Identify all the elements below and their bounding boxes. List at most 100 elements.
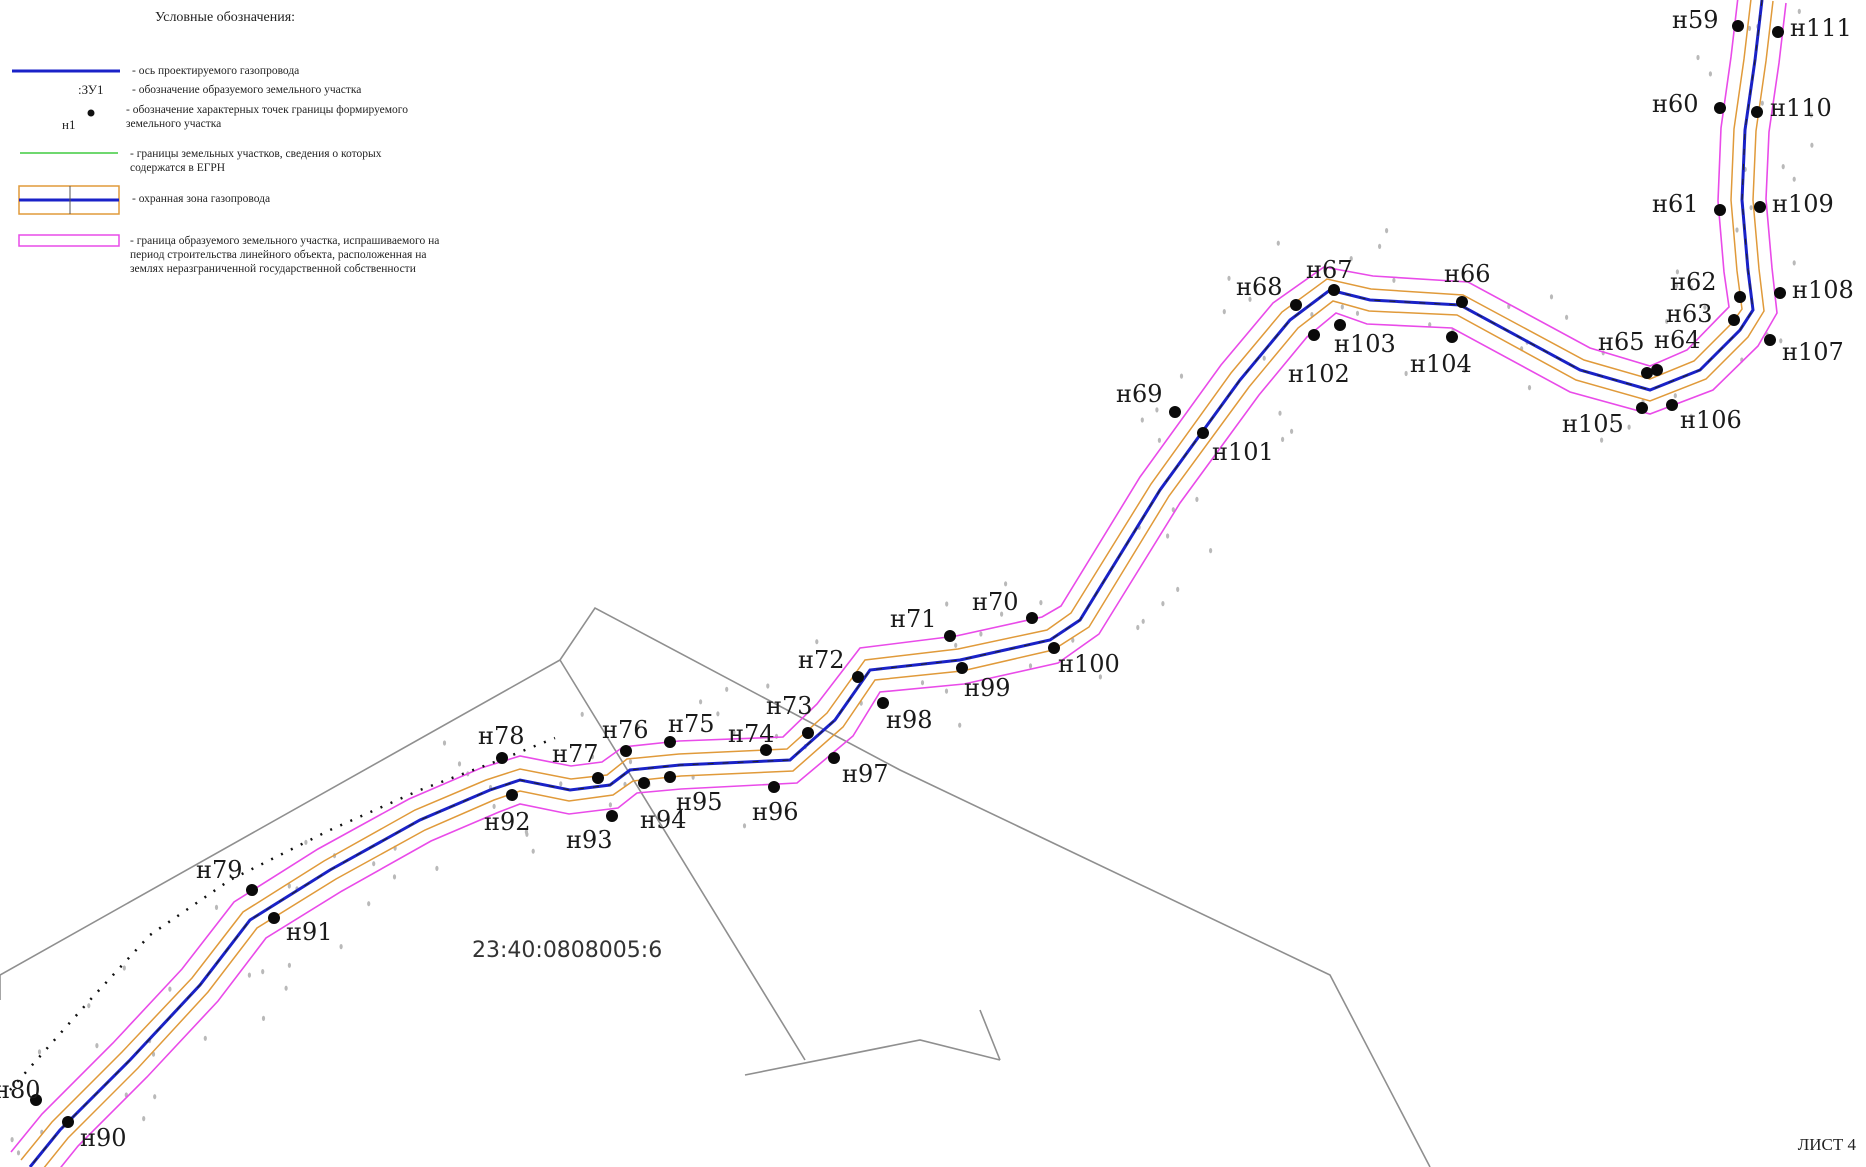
- survey-mark: [1404, 370, 1408, 377]
- boundary-point-label: н72: [798, 646, 845, 674]
- boundary-point-label: н94: [640, 806, 687, 834]
- pipeline-axis: [28, 0, 1764, 1167]
- survey-mark: [1004, 581, 1008, 587]
- boundary-point-dot: [664, 736, 676, 748]
- survey-mark: [1749, 205, 1753, 211]
- boundary-point-label: н91: [286, 918, 333, 946]
- survey-mark: [979, 631, 983, 637]
- cadastral-number: 23:40:0808005:6: [472, 938, 663, 963]
- survey-mark: [1340, 304, 1344, 310]
- legend-zone-symbol: [18, 185, 120, 215]
- boundary-point-dot: [1446, 331, 1458, 343]
- survey-mark: [559, 781, 563, 787]
- legend-boundary-symbol: [18, 234, 120, 247]
- survey-mark: [1166, 533, 1170, 539]
- survey-mark: [367, 901, 371, 907]
- legend-zu-symbol: :ЗУ1: [78, 82, 104, 97]
- boundary-point-dot: [828, 752, 840, 764]
- boundary-point-dot: [1048, 642, 1060, 654]
- survey-mark: [247, 972, 251, 978]
- survey-mark: [287, 883, 291, 889]
- survey-mark: [742, 823, 747, 829]
- legend-egrn-symbol: [20, 152, 118, 154]
- survey-mark: [1565, 314, 1569, 320]
- boundary-point-dot: [802, 727, 814, 739]
- boundary-point-label: н79: [196, 856, 243, 884]
- survey-mark: [799, 659, 803, 665]
- survey-mark: [1155, 407, 1159, 413]
- boundary-point-dot: [1666, 399, 1678, 411]
- survey-mark: [1176, 586, 1180, 593]
- boundary-point-label: н71: [890, 605, 937, 633]
- survey-mark: [203, 1035, 207, 1041]
- legend-egrn-text: - границы земельных участков, сведения о…: [130, 148, 382, 174]
- site-boundary-left: [10, 0, 1739, 1153]
- boundary-point-label: н97: [842, 760, 889, 788]
- legend: Условные обозначения: - ось проектируемо…: [0, 0, 460, 330]
- survey-mark: [958, 722, 962, 728]
- boundary-point-dot: [664, 771, 676, 783]
- boundary-point-dot: [1026, 612, 1038, 624]
- legend-title: Условные обозначения:: [155, 10, 296, 25]
- boundary-point-label: н104: [1410, 350, 1472, 378]
- boundary-point-dot: [877, 697, 889, 709]
- boundary-point-label: н73: [766, 692, 813, 720]
- boundary-point-label: н69: [1116, 380, 1163, 408]
- boundary-point-dot: [1290, 299, 1302, 311]
- survey-mark: [1355, 310, 1360, 316]
- survey-mark: [580, 711, 584, 717]
- boundary-point-label: н99: [964, 674, 1011, 702]
- survey-mark: [1527, 385, 1532, 391]
- survey-mark: [1781, 164, 1785, 170]
- legend-zu-text: - обозначение образуемого земельного уча…: [132, 84, 362, 96]
- survey-mark: [1810, 142, 1814, 148]
- survey-mark: [1385, 228, 1389, 234]
- survey-mark: [122, 965, 126, 971]
- survey-mark: [1735, 227, 1739, 233]
- survey-mark: [1281, 436, 1285, 442]
- survey-mark: [628, 759, 633, 765]
- survey-mark: [1675, 269, 1679, 275]
- boundary-point-label: н111: [1790, 14, 1852, 42]
- survey-mark: [1195, 496, 1199, 502]
- boundary-point-label: н74: [728, 720, 775, 748]
- boundary-point-dot: [1714, 204, 1726, 216]
- survey-mark: [1428, 322, 1432, 328]
- survey-mark: [442, 740, 447, 746]
- survey-mark: [87, 1003, 91, 1009]
- boundary-point-dot: [1456, 296, 1468, 308]
- boundary-point-label: н93: [566, 826, 613, 854]
- legend-boundary-text: - граница образуемого земельного участка…: [130, 235, 440, 275]
- boundary-point-dot: [1764, 334, 1776, 346]
- survey-mark: [1028, 663, 1033, 669]
- survey-mark: [524, 829, 529, 835]
- survey-mark: [1708, 71, 1712, 77]
- boundary-point-dot: [62, 1116, 74, 1128]
- survey-mark: [1141, 618, 1145, 624]
- survey-mark: [1209, 548, 1213, 554]
- survey-mark: [1600, 437, 1604, 443]
- boundary-point-dot: [1714, 102, 1726, 114]
- survey-mark: [1276, 240, 1280, 246]
- survey-mark: [214, 904, 219, 911]
- survey-mark: [339, 944, 343, 950]
- survey-mark: [1703, 304, 1707, 310]
- boundary-point-label: н66: [1444, 260, 1491, 288]
- boundary-point-dot: [638, 777, 650, 789]
- boundary-point-label: н90: [80, 1124, 127, 1152]
- boundary-point-dot: [1651, 364, 1663, 376]
- boundary-point-label: н92: [484, 808, 531, 836]
- boundary-point-dot: [506, 789, 518, 801]
- survey-mark: [1462, 367, 1467, 373]
- boundary-point-dot: [620, 745, 632, 757]
- boundary-point-label: н61: [1652, 190, 1699, 218]
- survey-mark: [1549, 294, 1554, 300]
- survey-mark: [37, 1049, 42, 1055]
- survey-mark: [1000, 611, 1004, 617]
- survey-mark: [457, 761, 462, 767]
- boundary-point-label: н102: [1288, 360, 1350, 388]
- boundary-point-label: н60: [1652, 90, 1699, 118]
- boundary-point-label: н67: [1306, 256, 1353, 284]
- survey-mark: [16, 1150, 21, 1156]
